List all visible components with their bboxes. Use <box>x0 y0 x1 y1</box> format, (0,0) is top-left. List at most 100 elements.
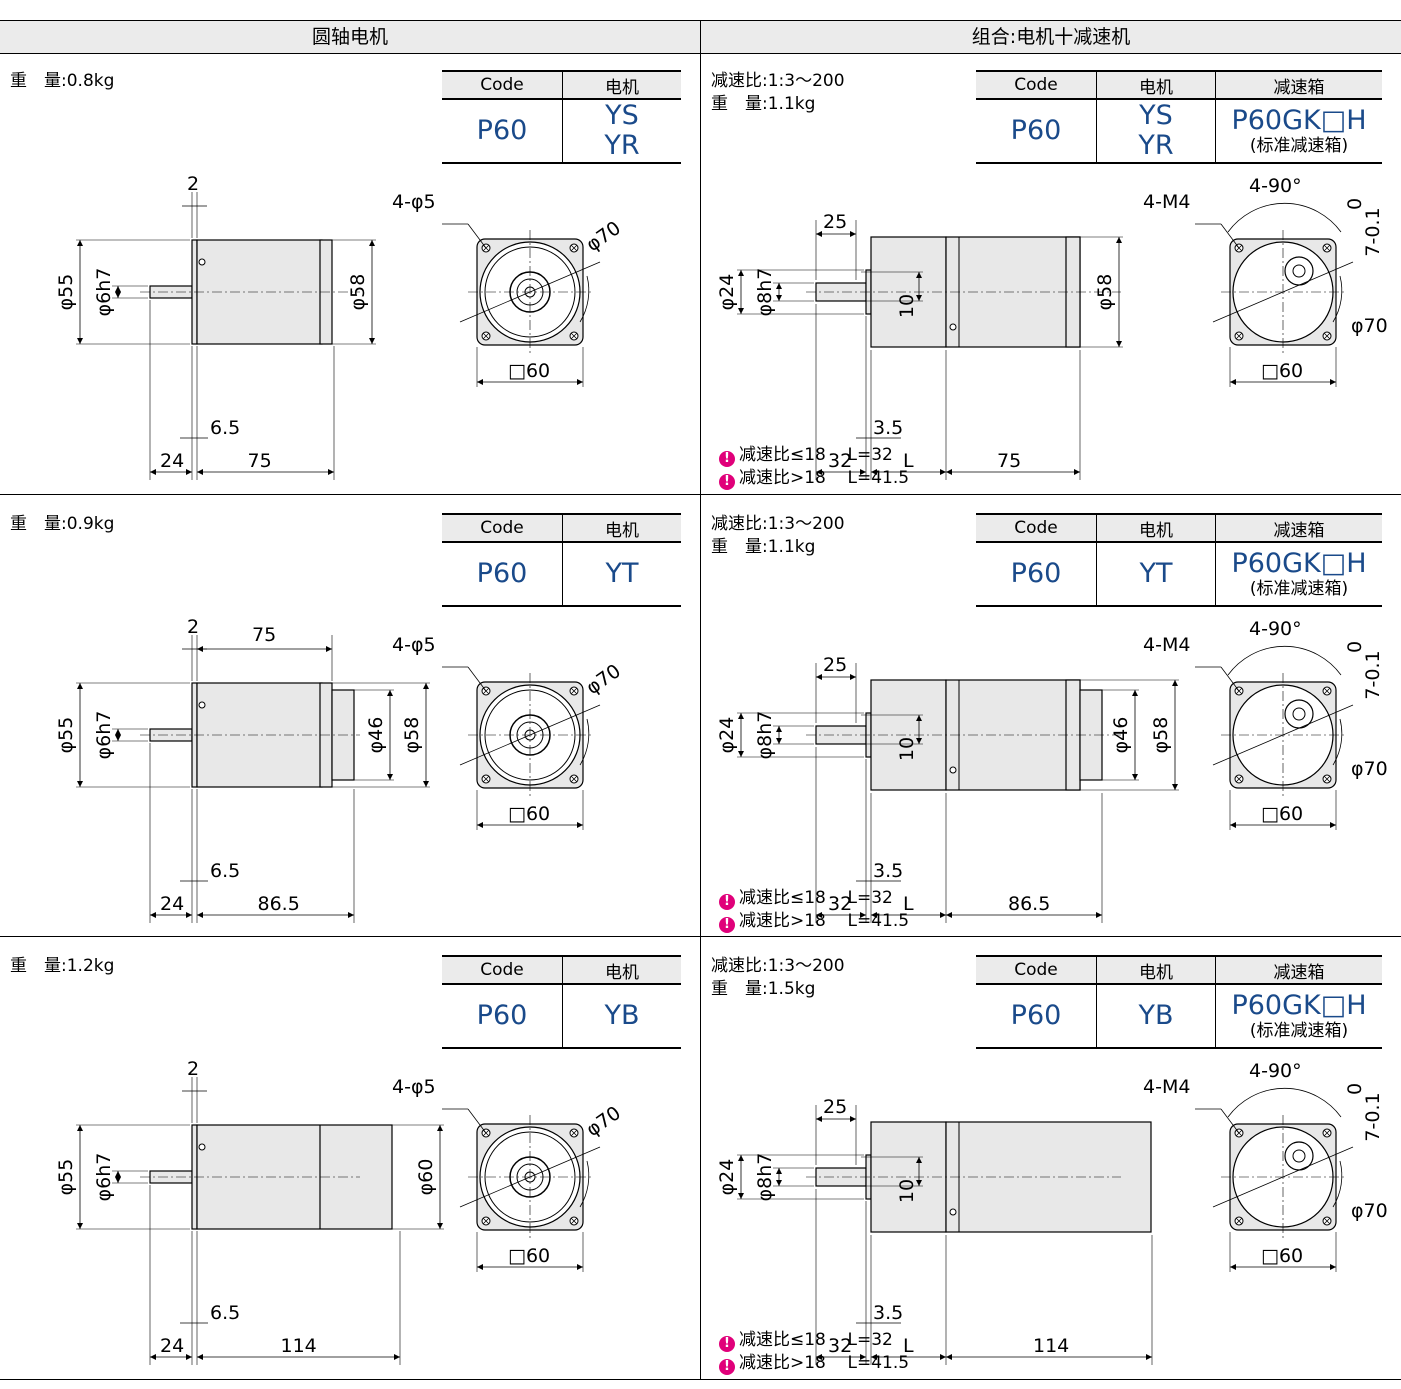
rear-cap-diameter-label: φ46 <box>1110 717 1132 754</box>
row-divider <box>0 936 1401 937</box>
col-code: Code <box>976 513 1097 543</box>
ratio-notes: !减速比≤18 L=32!减速比>18 L=41.5 <box>719 887 909 933</box>
gear-shaft <box>815 725 867 745</box>
key-label: 10 <box>896 294 918 318</box>
gear-shaft <box>815 282 867 302</box>
ratio-condition: 减速比≤18 <box>739 888 826 908</box>
header-round-shaft-motor: 圆轴电机 <box>0 20 700 54</box>
l-length-label: L <box>903 893 914 915</box>
code-value: P60 <box>976 984 1097 1049</box>
l-value: L=41.5 <box>847 468 910 488</box>
weight-text: 重 量:0.8kg <box>10 70 114 93</box>
gear-length-label: 32 <box>828 450 852 472</box>
gear-length-label: 32 <box>828 893 852 915</box>
shaft-diameter-label: φ6h7 <box>93 711 115 760</box>
body-diameter-label: φ58 <box>1094 274 1116 311</box>
weight-value: 0.9kg <box>66 514 115 534</box>
spacer <box>826 1353 848 1373</box>
weight-value: 1.2kg <box>66 956 115 976</box>
motor-model: YS <box>605 100 639 131</box>
shaft-length-label: 24 <box>160 450 184 472</box>
pcd-label: φ70 <box>1351 758 1388 780</box>
gearbox-code: P60GK□H <box>1231 548 1367 579</box>
l-value: L=32 <box>847 445 893 465</box>
gap-label: 3.5 <box>873 417 903 439</box>
mount-holes-label: 4-φ5 <box>392 191 436 213</box>
motor-model: YS <box>1139 100 1173 131</box>
col-code: Code <box>442 513 563 543</box>
weight-text: 重 量:0.9kg <box>10 513 114 536</box>
col-gearbox: 减速箱 <box>1215 513 1382 543</box>
shaft-length-label: 24 <box>160 1335 184 1357</box>
alert-icon: ! <box>719 1359 735 1375</box>
pcd-label: φ70 <box>1351 315 1388 337</box>
shaft-length-label: 25 <box>823 654 847 676</box>
ratio-note: !减速比≤18 L=32 <box>719 444 909 467</box>
l-length-label: L <box>903 450 914 472</box>
ratio-note: !减速比>18 L=41.5 <box>719 910 909 933</box>
tolerance-upper-label: 0 <box>1344 641 1366 653</box>
gearbox-code: P60GK□H <box>1231 990 1367 1021</box>
ratio-condition: 减速比>18 <box>739 468 826 488</box>
tolerance-upper-label: 0 <box>1344 198 1366 210</box>
weight-value: 0.8kg <box>66 71 115 91</box>
gearbox-sub: (标准减速箱) <box>1249 1021 1349 1041</box>
square-size-label: □60 <box>508 360 550 382</box>
ratio-condition: 减速比≤18 <box>739 445 826 465</box>
l-value: L=32 <box>847 1330 893 1350</box>
hub-diameter-label: φ24 <box>716 717 738 754</box>
top-length-label: 75 <box>252 624 276 646</box>
l-value: L=41.5 <box>847 1353 910 1373</box>
pcd-label: φ70 <box>582 660 625 699</box>
alert-icon: ! <box>719 451 735 467</box>
spec-info: 重 量:0.8kg <box>10 70 114 93</box>
square-size-label: □60 <box>508 1245 550 1267</box>
spacer <box>826 888 848 908</box>
alert-icon: ! <box>719 1336 735 1352</box>
gearbox-sub: (标准减速箱) <box>1249 579 1349 599</box>
l-length-label: L <box>903 1335 914 1357</box>
col-motor: 电机 <box>562 70 681 100</box>
ratio-condition: 减速比>18 <box>739 1353 826 1373</box>
alert-icon: ! <box>719 917 735 933</box>
weight-text: 重 量:1.1kg <box>711 536 845 559</box>
col-motor: 电机 <box>562 513 681 543</box>
weight-value: 1.1kg <box>767 537 816 557</box>
offset-label: 6.5 <box>210 860 240 882</box>
code-value: P60 <box>976 542 1097 607</box>
hub-diameter-label: φ24 <box>716 1159 738 1196</box>
gap-label: 3.5 <box>873 860 903 882</box>
col-motor: 电机 <box>1096 955 1216 985</box>
spacer <box>826 911 848 931</box>
weight-label: 重 量: <box>10 514 67 534</box>
key-label: 10 <box>896 737 918 761</box>
row-divider <box>0 494 1401 495</box>
angle-label: 4-90° <box>1249 618 1302 640</box>
col-code: Code <box>976 70 1097 100</box>
motor-length-label: 114 <box>1033 1335 1069 1357</box>
mount-holes-label: 4-M4 <box>1143 191 1190 213</box>
code-value: P60 <box>976 99 1097 164</box>
body-diameter-label: φ55 <box>55 274 77 311</box>
tolerance-upper-label: 0 <box>1344 1083 1366 1095</box>
weight-text: 重 量:1.5kg <box>711 978 845 1001</box>
spacer <box>826 1330 848 1350</box>
ratio-text: 减速比:1:3〜200 <box>711 71 845 91</box>
rear-diameter-label: φ58 <box>401 717 423 754</box>
motor-model: YT <box>605 558 639 589</box>
gear-length-label: 32 <box>828 1335 852 1357</box>
square-size-label: □60 <box>1261 803 1303 825</box>
pcd-label: φ70 <box>1351 1200 1388 1222</box>
